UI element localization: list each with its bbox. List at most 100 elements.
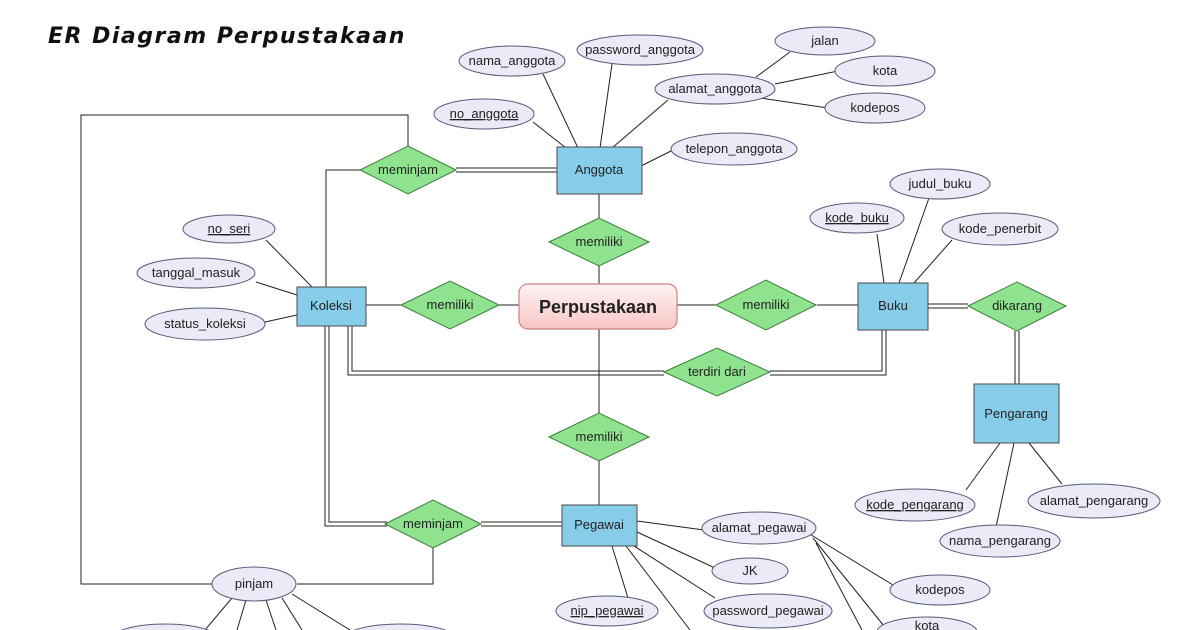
- line-koleksi-terdiri-b: [351, 326, 664, 372]
- diagram-title: ER Diagram Perpustakaan: [48, 24, 406, 49]
- attribute-label: kode_penerbit: [959, 221, 1042, 236]
- attribute-label: kota: [915, 618, 940, 630]
- relationship-dikarang: dikarang: [966, 281, 1068, 332]
- relationship-label: memiliki: [743, 297, 790, 312]
- attribute-label: status_koleksi: [164, 316, 246, 331]
- attribute-label: kodepos: [915, 582, 965, 597]
- line-alamatpeg-extra: [815, 542, 863, 630]
- attribute-alamat-pengarang: alamat_pengarang: [1027, 483, 1161, 519]
- entity-label: Buku: [878, 298, 908, 313]
- attribute-label: kota: [873, 63, 898, 78]
- line-pengarang-kode: [965, 442, 1001, 491]
- attribute-label: pinjam: [235, 576, 273, 591]
- attribute-password-anggota: password_anggota: [576, 34, 704, 66]
- line-terdiri-buku-a: [770, 330, 883, 372]
- central-label: Perpustakaan: [539, 297, 657, 317]
- attribute-pinjam-sub-2: [353, 623, 447, 630]
- relationship-memiliki-pegawai: memiliki: [547, 412, 651, 462]
- relationship-label: memiliki: [427, 297, 474, 312]
- attribute-kota-pegawai: kota: [876, 616, 978, 630]
- relationship-memiliki-anggota: memiliki: [547, 217, 651, 267]
- attribute-label: telepon_anggota: [686, 141, 784, 156]
- line-koleksi-meminjam-b: [328, 326, 387, 523]
- attribute-label: password_anggota: [585, 42, 696, 57]
- line-meminjam-pinjam: [297, 548, 434, 585]
- attribute-jk: JK: [711, 557, 789, 585]
- line-pegawai-nip: [611, 545, 629, 599]
- relationship-meminjam-pegawai: meminjam: [383, 499, 483, 549]
- line-pinjam-attr-2: [236, 599, 247, 630]
- attribute-label: tanggal_masuk: [152, 265, 241, 280]
- attribute-jalan: jalan: [774, 26, 876, 56]
- entity-label: Anggota: [575, 162, 624, 177]
- entity-label: Koleksi: [310, 298, 352, 313]
- relationship-label: memiliki: [576, 429, 623, 444]
- attribute-nip-pegawai: nip_pegawai: [555, 595, 659, 627]
- line-pegawai-extra: [625, 545, 691, 630]
- attribute-status-koleksi: status_koleksi: [144, 307, 266, 341]
- attribute-kode-penerbit: kode_penerbit: [941, 212, 1059, 246]
- attribute-label: nama_pengarang: [949, 533, 1051, 548]
- attribute-label: alamat_anggota: [668, 81, 762, 96]
- line-loop-pinjam: [80, 114, 409, 585]
- relationship-memiliki-koleksi: memiliki: [399, 280, 501, 330]
- line-pinjam-attr-5: [291, 593, 351, 630]
- attribute-label: JK: [742, 563, 758, 578]
- line-anggota-password: [599, 63, 613, 149]
- entity-pengarang: Pengarang: [973, 383, 1060, 444]
- line-anggota-alamat: [611, 99, 669, 149]
- entity-buku: Buku: [857, 282, 929, 331]
- attribute-password-pegawai: password_pegawai: [703, 593, 833, 629]
- attribute-label-key: kode_pengarang: [866, 497, 964, 512]
- attribute-label-key: kode_buku: [825, 210, 889, 225]
- relationship-label: meminjam: [378, 162, 438, 177]
- attribute-pinjam-sub-1: [120, 623, 210, 630]
- attribute-label-key: no_seri: [208, 221, 251, 236]
- attribute-kode-buku: kode_buku: [809, 202, 905, 234]
- attribute-nama-anggota: nama_anggota: [458, 45, 566, 77]
- attribute-kodepos-anggota: kodepos: [824, 92, 926, 124]
- relationship-label: dikarang: [992, 298, 1042, 313]
- line-anggota-telepon: [640, 149, 674, 167]
- line-buku-penerbit: [913, 239, 953, 284]
- attribute-no-anggota: no_anggota: [433, 98, 535, 130]
- line-pegawai-alamat: [636, 520, 705, 531]
- line-alamatpeg-kota: [812, 537, 885, 627]
- attribute-kode-pengarang: kode_pengarang: [854, 488, 976, 522]
- central-node-perpustakaan: Perpustakaan: [518, 283, 678, 330]
- line-anggota-no: [532, 121, 567, 149]
- line-pengarang-alamat: [1028, 442, 1063, 485]
- line-alamat-kodepos: [759, 97, 829, 109]
- line-alamat-jalan: [755, 51, 791, 78]
- connectors: [80, 51, 1063, 630]
- attribute-tanggal-masuk: tanggal_masuk: [136, 257, 256, 289]
- attribute-label-key: no_anggota: [450, 106, 519, 121]
- line-pinjam-attr-3: [265, 599, 277, 630]
- line-koleksi-noseri: [265, 239, 313, 288]
- relationship-label: terdiri dari: [688, 364, 746, 379]
- line-pegawai-password: [633, 545, 716, 599]
- attribute-judul-buku: judul_buku: [889, 168, 991, 200]
- attribute-label-key: nip_pegawai: [570, 603, 643, 618]
- line-buku-judul: [898, 197, 930, 284]
- entity-anggota: Anggota: [556, 146, 643, 195]
- attribute-kota-anggota: kota: [834, 55, 936, 87]
- relationship-memiliki-buku: memiliki: [714, 279, 818, 331]
- entity-label: Pegawai: [574, 517, 624, 532]
- attribute-kodepos-pegawai: kodepos: [889, 574, 991, 606]
- line-terdiri-buku-b: [770, 330, 887, 376]
- relationship-label: meminjam: [403, 516, 463, 531]
- attribute-label: jalan: [810, 33, 838, 48]
- relationship-meminjam-anggota: meminjam: [358, 145, 458, 195]
- line-anggota-nama: [542, 73, 579, 149]
- line-koleksi-meminjam-a: [324, 326, 387, 527]
- line-pegawai-jk: [636, 531, 716, 569]
- relationship-terdiri-dari: terdiri dari: [662, 347, 772, 397]
- line-alamat-kota: [774, 70, 839, 85]
- line-pengarang-nama: [995, 442, 1015, 528]
- attribute-nama-pengarang: nama_pengarang: [939, 524, 1061, 558]
- line-pinjam-attr-1: [204, 597, 233, 630]
- attribute-no-seri: no_seri: [182, 214, 276, 244]
